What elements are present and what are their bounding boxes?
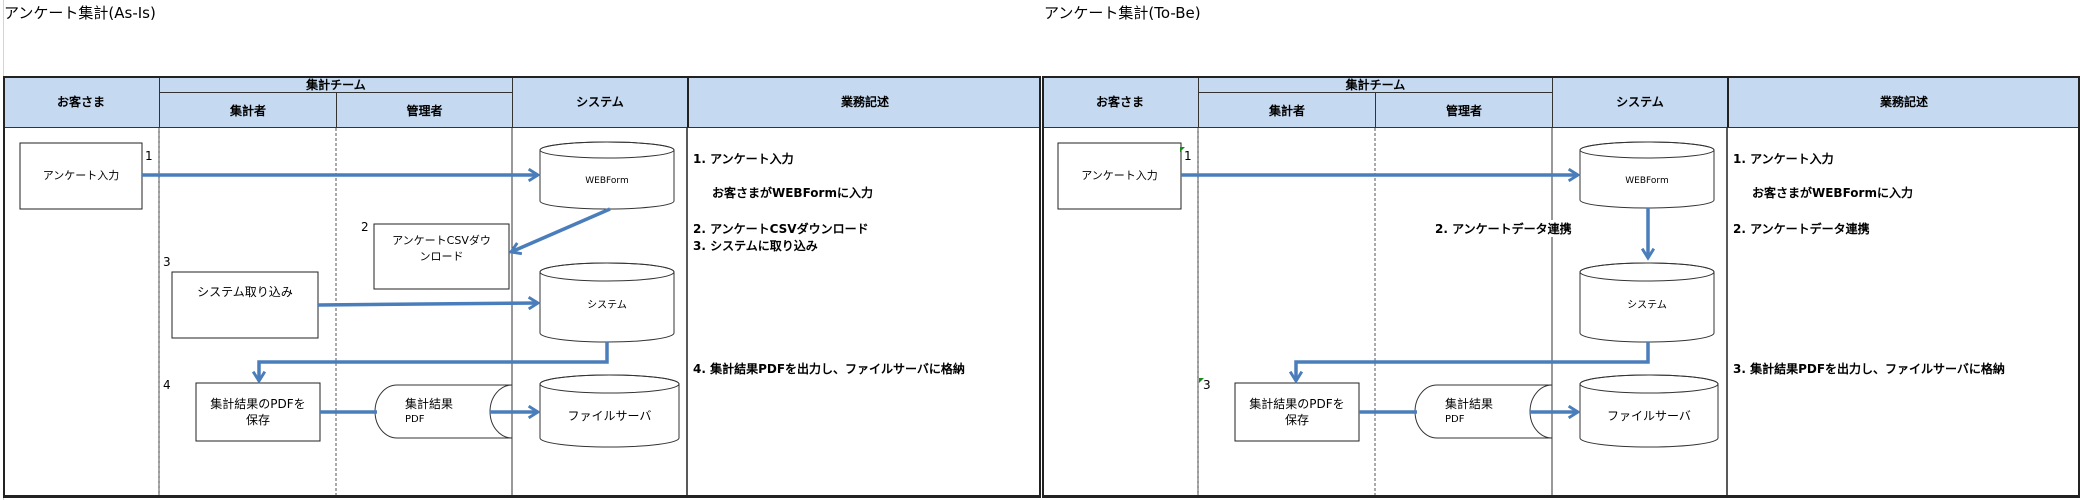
asis-box-csv-download: [373, 223, 510, 290]
box-label-survey-input: アンケート入力: [42, 169, 120, 182]
asis-swimlane-svg: [19, 76, 688, 498]
header-system: システム: [1552, 76, 1727, 128]
box-label-line: 保存: [1284, 413, 1309, 427]
box-label-line: 保存: [245, 413, 270, 427]
asis-cylinder-system: [539, 262, 675, 343]
box-label-line: アンケートCSVダウ: [392, 234, 491, 247]
tobe-cylinder-webform: [1579, 141, 1715, 209]
asis-box-survey-input: [19, 142, 143, 210]
step-number: 2: [361, 220, 369, 234]
asis-cylinder-file-server: [539, 374, 680, 448]
tobe-box-survey-input: [1057, 142, 1182, 210]
box-label-line: 集計結果のPDFを: [1249, 397, 1345, 411]
header-team: 集計チーム: [1198, 76, 1552, 93]
flow-label-data-link: 2. アンケートデータ連携: [1435, 220, 1572, 237]
box-label-line: PDF: [1445, 414, 1465, 425]
description-line: 2. アンケートCSVダウンロード: [693, 222, 869, 236]
header-system: システム: [512, 76, 687, 128]
header-description: 業務記述: [1727, 76, 2079, 128]
tobe-cylinder-system: [1579, 262, 1715, 343]
box-label-csv-download: アンケートCSVダウ ンロード: [374, 224, 509, 274]
box-label-line: 集計結果: [405, 397, 454, 411]
box-label-line: PDF: [405, 414, 425, 425]
cylinder-label-system: システム: [1627, 300, 1667, 311]
asis-box-system-import: [171, 271, 319, 339]
tobe-lane-lines: [1197, 76, 1728, 498]
asis-lane-lines: [158, 76, 688, 498]
tobe-cylinder-file-server: [1579, 374, 1719, 448]
cylinder-label-file-server: ファイルサーバ: [567, 408, 652, 423]
cylinder-label-webform: WEBForm: [585, 176, 629, 186]
description-line: 4. 集計結果PDFを出力し、ファイルサーバに格納: [693, 362, 965, 376]
asis-arrow-webform-to-csv: [511, 207, 611, 252]
description-line: お客さまがWEBFormに入力: [1752, 186, 1913, 200]
description-line: 1. アンケート入力: [693, 152, 794, 166]
header-manager: 管理者: [1375, 93, 1552, 128]
header-description: 業務記述: [687, 76, 1041, 128]
cylinder-label-file-server: ファイルサーバ: [1607, 408, 1691, 423]
header-aggregator: 集計者: [1198, 93, 1375, 128]
tobe-stored-data-shape: [1414, 384, 1553, 439]
step-number: 3: [1203, 378, 1211, 392]
asis-title: アンケート集計(As-Is): [4, 4, 156, 22]
header-manager: 管理者: [336, 93, 512, 128]
tobe-swimlane-svg: [1057, 76, 1728, 498]
description-line: お客さまがWEBFormに入力: [712, 186, 873, 200]
asis-diagram: アンケート集計(As-Is): [3, 4, 1041, 498]
step-number: 1: [145, 149, 153, 163]
step-number: 3: [163, 255, 171, 269]
cylinder-label-system: システム: [587, 300, 627, 311]
asis-cylinder-webform: [539, 141, 675, 210]
stored-data-label: 集計結果 PDF: [1445, 387, 1505, 437]
header-aggregator: 集計者: [159, 93, 336, 128]
box-label-line: 集計結果のPDFを: [210, 397, 306, 411]
cylinder-label-webform: WEBForm: [1625, 176, 1669, 186]
tobe-box-save-pdf: [1234, 382, 1360, 442]
stored-data-label: 集計結果 PDF: [405, 387, 465, 437]
header-team: 集計チーム: [159, 76, 512, 93]
description-line: 3. 集計結果PDFを出力し、ファイルサーバに格納: [1733, 362, 2005, 376]
asis-arrow-system-to-save: [259, 342, 609, 381]
box-label-line: 集計結果: [1445, 397, 1494, 411]
header-customer: お客さま: [3, 76, 159, 128]
header-customer: お客さま: [1042, 76, 1198, 128]
tobe-diagram: アンケート集計(To-Be): [1040, 0, 2081, 500]
box-label-survey-input: アンケート入力: [1081, 169, 1158, 182]
tobe-title: アンケート集計(To-Be): [1044, 4, 1201, 22]
description-line: 1. アンケート入力: [1733, 152, 1834, 166]
tobe-arrow-system-to-save: [1296, 342, 1650, 381]
description-line: 3. システムに取り込み: [693, 239, 818, 253]
step-number: 1: [1184, 149, 1192, 163]
step-number: 4: [163, 378, 171, 392]
cell-comment-marker: [1199, 378, 1204, 383]
box-label-save-pdf: 集計結果のPDFを 保存: [196, 383, 320, 441]
box-label-line: ンロード: [419, 250, 464, 263]
box-label-system-import: システム取り込み: [197, 285, 293, 299]
box-label-save-pdf: 集計結果のPDFを 保存: [1235, 383, 1359, 441]
cell-comment-marker: [1180, 147, 1185, 152]
asis-stored-data-shape: [374, 384, 513, 439]
asis-arrow-import-to-system: [317, 303, 538, 305]
description-line: 2. アンケートデータ連携: [1733, 222, 1870, 236]
